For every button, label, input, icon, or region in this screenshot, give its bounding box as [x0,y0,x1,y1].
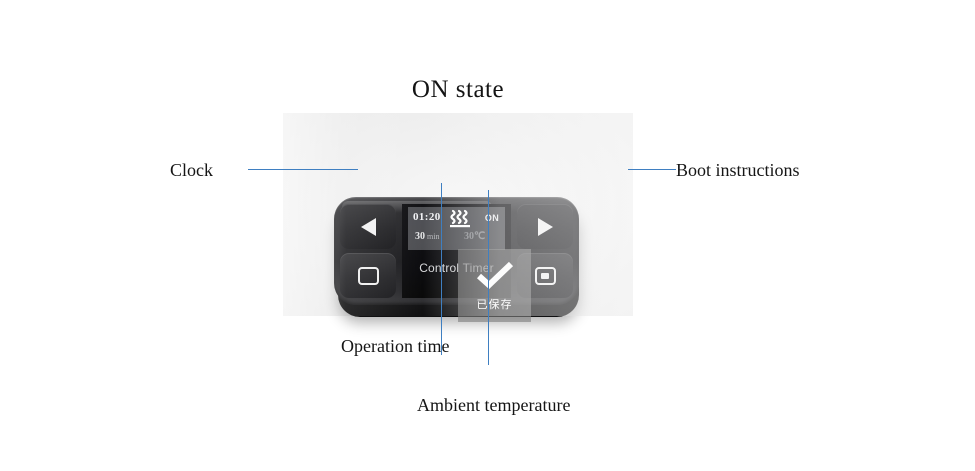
check-icon [475,261,515,290]
lcd-backlit-panel: 01:20 ON [408,207,505,250]
leader-line-operation-time [441,183,442,355]
saved-toast: 已保存 [458,249,531,322]
device-photo-figure: ON state 01:20 [283,64,633,322]
heating-waves-icon [448,208,472,229]
lcd-clock-value: 01:20 [413,211,441,223]
device-body: 01:20 ON [334,197,579,305]
rounded-square-outline-icon [357,266,379,285]
controller-device: 01:20 ON [334,197,583,322]
triangle-left-icon [360,217,376,236]
mode-button[interactable] [340,253,396,298]
saved-toast-label: 已保存 [476,299,513,311]
leader-line-clock [248,169,358,170]
triangle-right-icon [537,217,553,236]
lcd-duration-value: 30 [415,231,425,242]
lcd-temperature-value: 30℃ [464,231,486,242]
photo-background: 01:20 ON [283,113,633,322]
figure-title: ON state [411,76,505,103]
next-button[interactable] [517,204,573,249]
rounded-square-filled-icon [534,266,556,285]
lcd-duration-unit: min [427,232,440,241]
left-key-panel [340,204,396,298]
annotation-boot-instructions: Boot instructions [676,160,800,180]
annotation-operation-time: Operation time [341,336,450,356]
annotation-clock: Clock [170,160,213,180]
previous-button[interactable] [340,204,396,249]
annotation-ambient-temperature: Ambient temperature [417,395,571,415]
lcd-power-state: ON [484,213,499,223]
leader-line-ambient-temperature [488,190,489,365]
leader-line-boot [628,169,676,170]
